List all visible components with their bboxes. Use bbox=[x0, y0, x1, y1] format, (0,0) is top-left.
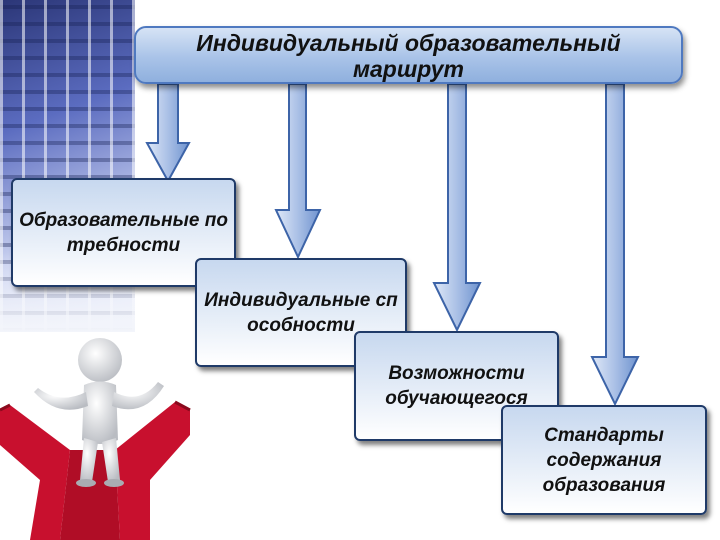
figure-at-crossroads-icon bbox=[0, 338, 191, 540]
box-label: Стандарты содержания образования bbox=[542, 424, 666, 496]
arrow-down-1 bbox=[145, 83, 191, 184]
header-title-line1: Индивидуальный образовательный bbox=[196, 30, 621, 56]
arrow-down-3 bbox=[432, 83, 482, 333]
box-label: Индивидуальные способности bbox=[204, 289, 398, 336]
figure-leg-left bbox=[80, 438, 98, 482]
box-label: Образовательные потребности bbox=[19, 209, 228, 256]
road-center bbox=[60, 450, 120, 540]
figure-head bbox=[78, 338, 122, 382]
box-education-standards: Стандарты содержания образования bbox=[501, 405, 707, 515]
figure-torso bbox=[82, 381, 118, 444]
arrow-down-2 bbox=[274, 83, 322, 260]
figure-arm-left bbox=[34, 388, 88, 410]
road-right bbox=[115, 402, 190, 540]
route-header: Индивидуальный образовательный маршрут bbox=[134, 26, 683, 84]
figure-leg-right bbox=[102, 438, 120, 482]
header-title-line2: маршрут bbox=[352, 56, 464, 82]
road-left bbox=[0, 405, 70, 540]
figure-arm-right bbox=[112, 382, 164, 410]
arrow-down-4 bbox=[590, 83, 640, 407]
box-label: Возможности обучающегося bbox=[385, 363, 528, 409]
